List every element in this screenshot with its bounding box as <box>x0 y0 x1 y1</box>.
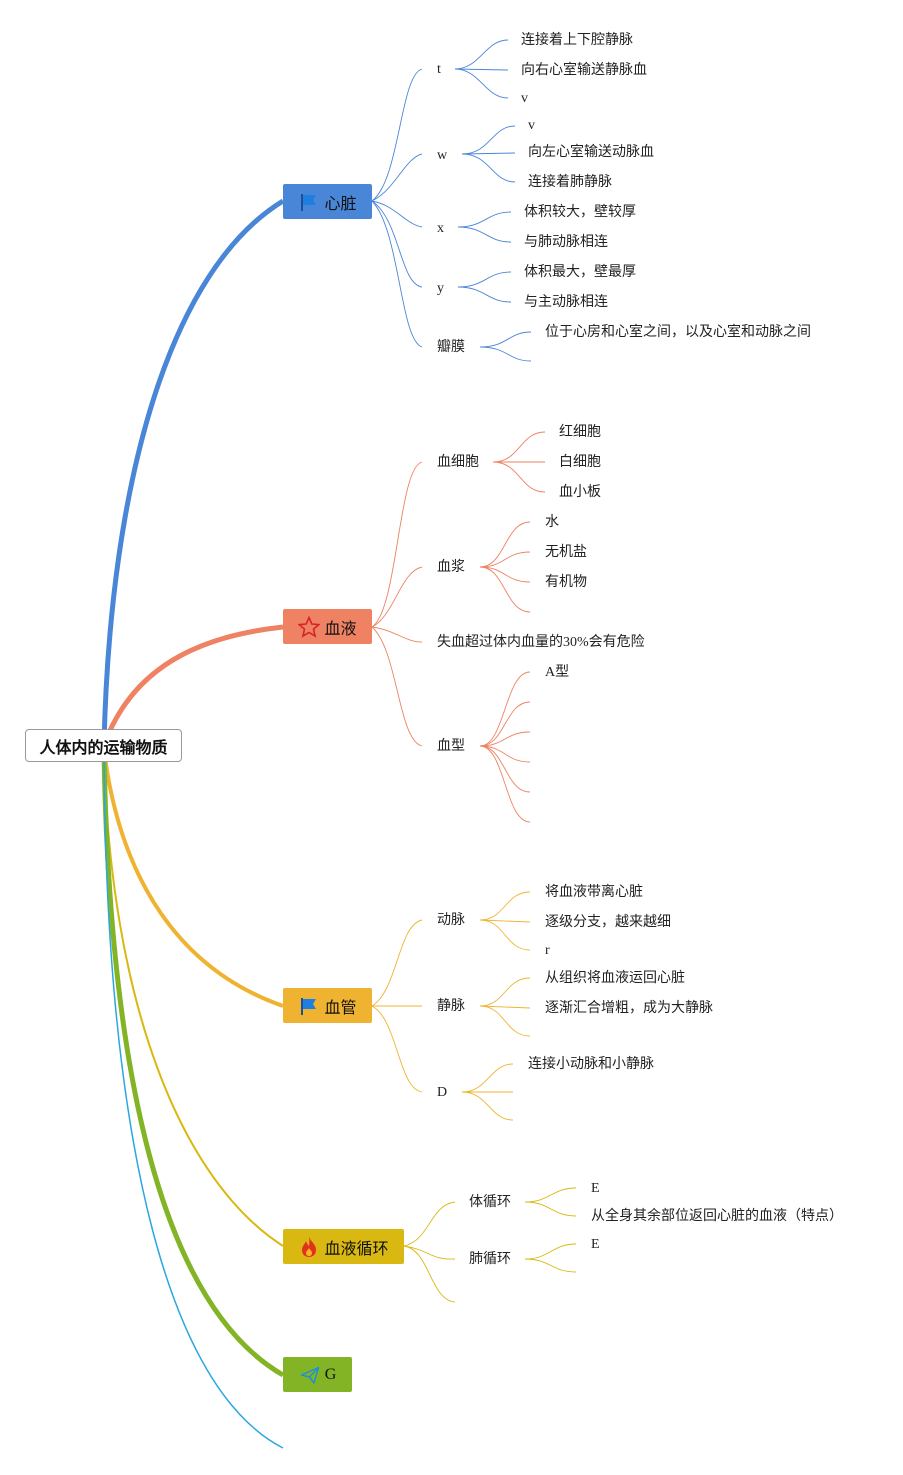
flag-icon <box>298 995 320 1017</box>
blood-plasma-item[interactable]: 有机物 <box>545 575 587 590</box>
star-icon <box>298 615 321 638</box>
blood-danger[interactable]: 失血超过体内血量的30%会有危险 <box>437 635 645 650</box>
topic-heart[interactable]: 心脏 <box>283 184 372 219</box>
heart-t[interactable]: t <box>437 62 441 77</box>
vessel-d-item[interactable]: 连接小动脉和小静脉 <box>528 1057 654 1072</box>
heart-y-item[interactable]: 体积最大，壁最厚 <box>524 265 636 280</box>
vessel-artery[interactable]: 动脉 <box>437 913 465 928</box>
vessel-vein-item[interactable]: 从组织将血液运回心脏 <box>545 971 685 986</box>
vessel-vein[interactable]: 静脉 <box>437 999 465 1014</box>
vessel-artery-item[interactable]: r <box>545 943 550 958</box>
vessel-artery-item[interactable]: 将血液带离心脏 <box>545 885 643 900</box>
topic-g-label: G <box>324 1365 337 1383</box>
heart-valve[interactable]: 瓣膜 <box>437 340 465 355</box>
topic-g[interactable]: G <box>283 1357 352 1392</box>
heart-valve-item[interactable]: 位于心房和心室之间，以及心室和动脉之间 <box>545 325 811 340</box>
heart-x[interactable]: x <box>437 221 444 236</box>
fire-icon <box>298 1236 320 1258</box>
branch-g <box>101 751 285 1378</box>
blood-type[interactable]: 血型 <box>437 739 465 754</box>
circulation-systemic[interactable]: 体循环 <box>469 1195 511 1210</box>
blood-cells-item[interactable]: 白细胞 <box>559 455 601 470</box>
heart-x-item[interactable]: 体积较大，壁较厚 <box>524 205 636 220</box>
topic-circulation[interactable]: 血液循环 <box>283 1229 404 1264</box>
heart-t-item[interactable]: v <box>521 91 528 106</box>
topic-blood-label: 血液 <box>324 618 357 638</box>
heart-y-item[interactable]: 与主动脉相连 <box>524 295 608 310</box>
heart-t-item[interactable]: 连接着上下腔静脉 <box>521 33 633 48</box>
vessel-vein-item[interactable]: 逐渐汇合增粗，成为大静脉 <box>545 1001 713 1016</box>
blood-type-item[interactable]: A型 <box>545 665 570 680</box>
topic-circulation-label: 血液循环 <box>324 1238 389 1258</box>
heart-t-item[interactable]: 向右心室输送静脉血 <box>521 63 647 78</box>
circulation-pulmonary[interactable]: 肺循环 <box>469 1252 511 1267</box>
blood-cells[interactable]: 血细胞 <box>437 455 479 470</box>
circulation-systemic-item[interactable]: 从全身其余部位返回心脏的血液（特点） <box>591 1209 843 1224</box>
blood-plasma-item[interactable]: 水 <box>545 515 559 530</box>
circulation-pulmonary-item[interactable]: E <box>591 1237 600 1252</box>
blood-plasma[interactable]: 血浆 <box>437 560 465 575</box>
paper-plane-icon <box>299 1364 321 1386</box>
branch-circulation <box>103 751 284 1247</box>
topic-vessel[interactable]: 血管 <box>283 988 372 1023</box>
root-topic[interactable]: 人体内的运输物质 <box>25 729 182 762</box>
heart-w-item[interactable]: 向左心室输送动脉血 <box>528 145 654 160</box>
blood-plasma-item[interactable]: 无机盐 <box>545 545 587 560</box>
topic-blood[interactable]: 血液 <box>283 609 372 644</box>
flag-icon <box>298 191 320 213</box>
branch-heart <box>101 198 285 746</box>
topic-vessel-label: 血管 <box>324 997 357 1017</box>
vessel-d[interactable]: D <box>437 1085 448 1100</box>
branch-blood <box>105 624 284 736</box>
topic-heart-label: 心脏 <box>324 193 357 213</box>
vessel-artery-item[interactable]: 逐级分支，越来越细 <box>545 915 671 930</box>
heart-w-item[interactable]: v <box>528 118 535 133</box>
heart-w[interactable]: w <box>437 148 448 163</box>
heart-y[interactable]: y <box>437 281 444 296</box>
branch-vessel <box>102 749 284 1008</box>
blood-cells-item[interactable]: 血小板 <box>559 485 601 500</box>
branch-extra <box>103 751 284 1449</box>
circulation-systemic-item[interactable]: E <box>591 1181 600 1196</box>
heart-w-item[interactable]: 连接着肺静脉 <box>528 175 612 190</box>
blood-cells-item[interactable]: 红细胞 <box>559 425 601 440</box>
heart-x-item[interactable]: 与肺动脉相连 <box>524 235 608 250</box>
